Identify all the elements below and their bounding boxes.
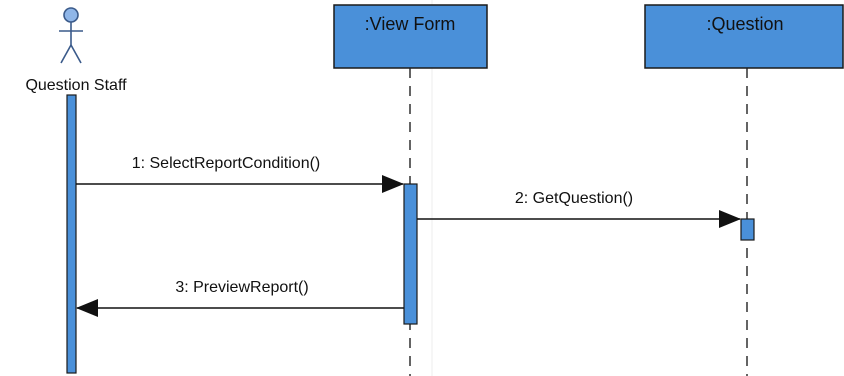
object-box-question bbox=[644, 4, 844, 69]
actor-stick-figure-icon bbox=[59, 7, 83, 64]
object-label-view-form: :View Form bbox=[365, 14, 456, 34]
actor-label: Question Staff bbox=[25, 77, 127, 94]
message-3-label: 3: PreviewReport() bbox=[175, 279, 308, 296]
activation-bar-question bbox=[740, 218, 755, 241]
message-2-label: 2: GetQuestion() bbox=[515, 190, 633, 207]
object-box-view-form bbox=[333, 4, 488, 69]
message-2: 2: GetQuestion() bbox=[417, 190, 741, 228]
message-1-label: 1: SelectReportCondition() bbox=[132, 155, 321, 172]
activation-bar-view-form bbox=[403, 183, 418, 325]
object-label-question: :Question bbox=[706, 14, 783, 34]
actor-question-staff: Question Staff bbox=[25, 7, 127, 94]
message-3: 3: PreviewReport() bbox=[76, 279, 404, 317]
message-1: 1: SelectReportCondition() bbox=[76, 155, 404, 193]
actor-activation-bar bbox=[66, 94, 77, 374]
lifeline-question: :Question bbox=[644, 4, 844, 376]
lifeline-view-form: :View Form bbox=[333, 4, 488, 376]
